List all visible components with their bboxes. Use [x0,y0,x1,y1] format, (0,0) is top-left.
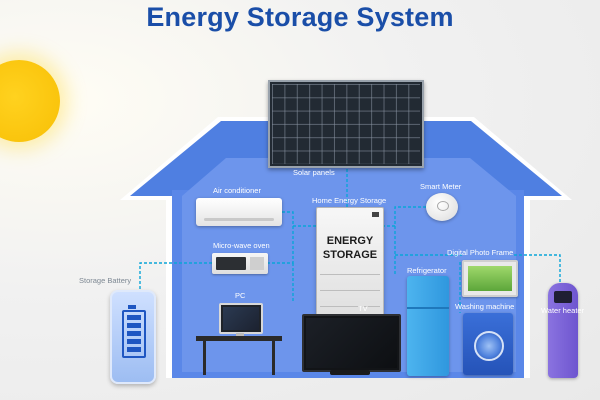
line-storage-ac [282,211,316,227]
refrigerator [407,276,449,376]
label-digital-photo-frame: Digital Photo Frame [447,248,514,257]
line-frame-heater [514,254,561,283]
storage-battery [110,290,156,384]
battery-icon [128,305,136,309]
tv [302,314,401,372]
washing-machine [463,313,513,375]
energy-storage-unit: ENERGY STORAGE [316,207,384,319]
label-storage-battery: Storage Battery [79,276,132,285]
label-pc: PC [235,291,246,300]
water-heater [548,283,578,378]
label-home-energy-storage: Home Energy Storage [312,196,387,205]
label-smart-meter: Smart Meter [420,182,462,191]
label-solar-panels: Solar panels [293,168,335,177]
label-water-heater: Water heater [541,306,585,315]
air-conditioner [196,198,282,226]
microwave-oven [212,253,268,274]
digital-photo-frame [462,260,518,297]
connection-lines [139,164,561,317]
desk [196,336,282,341]
diagram-title: Energy Storage System [146,2,454,32]
pc [219,303,263,334]
storage-indicator-icon [372,212,379,217]
smart-meter [426,193,458,221]
line-storage-meter [382,206,426,227]
label-micro-wave-oven: Micro-wave oven [213,241,270,250]
line-microwave-battery [139,262,212,292]
label-air-conditioner: Air conditioner [213,186,261,195]
label-refrigerator: Refrigerator [407,266,447,275]
label-washing-machine: Washing machine [455,302,515,311]
label-tv: TV [358,304,368,313]
storage-unit-text: ENERGY STORAGE [322,235,378,261]
solar-panel-icon [268,80,424,168]
